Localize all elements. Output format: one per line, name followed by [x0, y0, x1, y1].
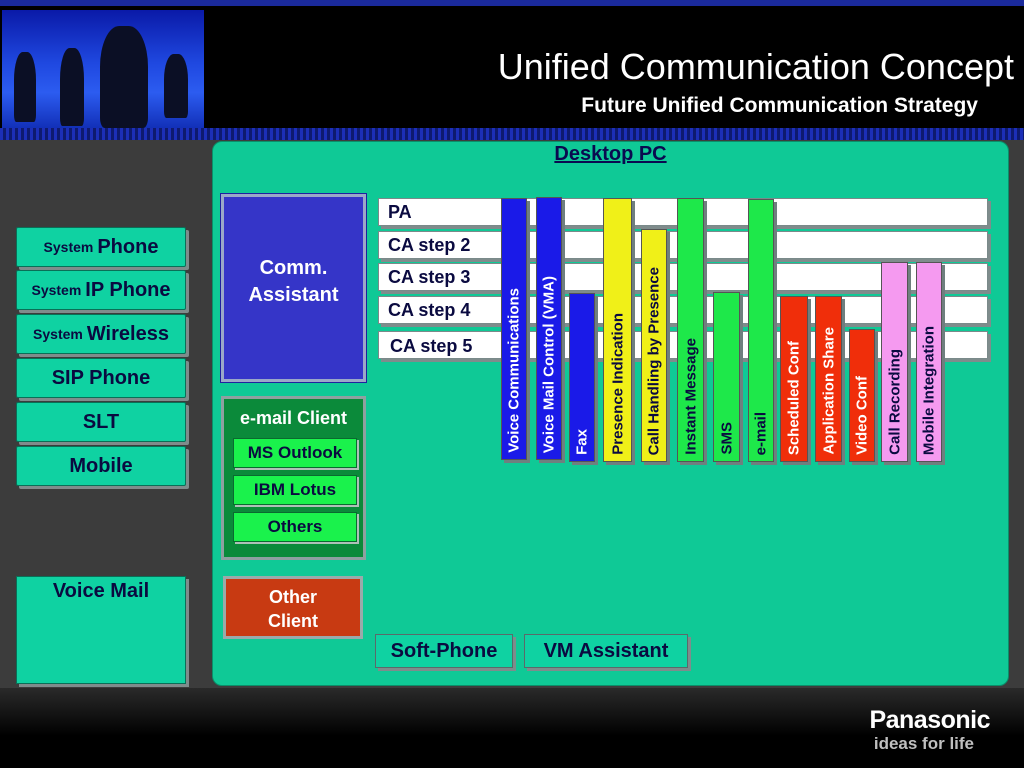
- feature-bar-scheduled-conf[interactable]: Scheduled Conf: [780, 296, 808, 462]
- other-client-line1: Other: [268, 587, 317, 607]
- device-sip-phone[interactable]: SIP Phone: [16, 358, 186, 398]
- feature-bar-mobile-integration[interactable]: Mobile Integration: [916, 262, 942, 462]
- feature-label: Scheduled Conf: [785, 340, 803, 455]
- person-silhouette: [60, 48, 84, 126]
- email-client-ibm-lotus[interactable]: IBM Lotus: [233, 475, 357, 505]
- feature-label: Mobile Integration: [920, 325, 938, 455]
- feature-bar-video-conf[interactable]: Video Conf: [849, 329, 875, 462]
- desktop-pc-label: Desktop PC: [554, 143, 667, 165]
- feature-label: Voice Mail Control (VMA): [540, 275, 558, 453]
- device-system-wireless[interactable]: System Wireless: [16, 314, 186, 354]
- device-slt[interactable]: SLT: [16, 402, 186, 442]
- feature-label: Video Conf: [853, 376, 871, 455]
- feature-bar-call-handling-by-presence[interactable]: Call Handling by Presence: [641, 229, 667, 462]
- device-prefix: System: [33, 326, 83, 342]
- vm-assistant-button[interactable]: VM Assistant: [524, 634, 688, 668]
- other-client-box[interactable]: Other Client: [223, 576, 363, 639]
- page-subtitle: Future Unified Communication Strategy: [581, 94, 978, 117]
- person-silhouette: [164, 54, 188, 118]
- row-label: CA step 4: [388, 300, 471, 320]
- feature-bar-sms[interactable]: SMS: [713, 292, 740, 462]
- row-label: CA step 2: [388, 235, 471, 255]
- feature-label: Call Recording: [886, 349, 903, 455]
- feature-bar-presence-indication[interactable]: Presence Indication: [603, 198, 632, 462]
- comm-assistant-line1: Comm.: [259, 257, 328, 279]
- feature-bar-application-share[interactable]: Application Share: [815, 296, 842, 462]
- feature-label: Call Handling by Presence: [645, 266, 663, 455]
- device-name: IP Phone: [85, 278, 171, 301]
- device-prefix: System: [43, 239, 94, 255]
- person-silhouette: [14, 52, 36, 122]
- email-client-ms-outlook[interactable]: MS Outlook: [233, 438, 357, 468]
- feature-bar-voice-communications[interactable]: Voice Communications: [501, 198, 527, 460]
- feature-bar-email[interactable]: e-mail: [748, 199, 774, 462]
- feature-label: e-mail: [752, 411, 770, 455]
- business-people-photo: [2, 10, 204, 128]
- feature-label: Fax: [573, 429, 591, 455]
- feature-bar-fax[interactable]: Fax: [569, 293, 595, 462]
- soft-phone-button[interactable]: Soft-Phone: [375, 634, 513, 668]
- feature-bar-voice-mail-control[interactable]: Voice Mail Control (VMA): [536, 197, 562, 460]
- feature-label: SMS: [718, 422, 735, 455]
- device-name: Mobile: [69, 454, 133, 477]
- brand-tagline: ideas for life: [873, 734, 974, 753]
- feature-label: Instant Message: [682, 338, 699, 455]
- other-client-line2: Client: [267, 611, 318, 631]
- panasonic-logo: Panasonic: [869, 706, 990, 734]
- device-mobile[interactable]: Mobile: [16, 446, 186, 486]
- feature-bar-instant-message[interactable]: Instant Message: [677, 198, 704, 462]
- email-client-others[interactable]: Others: [233, 512, 357, 542]
- device-name: Phone: [97, 235, 159, 258]
- row-label: PA: [388, 202, 412, 222]
- person-silhouette: [100, 26, 148, 128]
- comm-assistant-box[interactable]: Comm. Assistant: [220, 193, 367, 383]
- page-title: Unified Communication Concept: [497, 46, 1014, 87]
- feature-label: Application Share: [820, 327, 837, 455]
- voice-mail-box[interactable]: Voice Mail: [16, 576, 186, 684]
- footer-bar: [0, 688, 1024, 768]
- email-client-title: e-mail Client: [239, 408, 348, 428]
- device-prefix: System: [31, 282, 82, 298]
- device-name: SIP Phone: [51, 366, 151, 389]
- device-system-phone[interactable]: System Phone: [16, 227, 186, 267]
- header-stripe: [0, 128, 1024, 140]
- device-name: SLT: [82, 410, 120, 433]
- feature-label: Presence Indication: [609, 313, 626, 455]
- comm-assistant-line2: Assistant: [248, 284, 339, 306]
- feature-bar-call-recording[interactable]: Call Recording: [881, 262, 908, 462]
- device-name: Wireless: [86, 322, 169, 345]
- row-label: CA step 5: [390, 336, 473, 356]
- row-label: CA step 3: [388, 267, 471, 287]
- device-system-ip-phone[interactable]: System IP Phone: [16, 270, 186, 310]
- feature-label: Voice Communications: [505, 288, 523, 453]
